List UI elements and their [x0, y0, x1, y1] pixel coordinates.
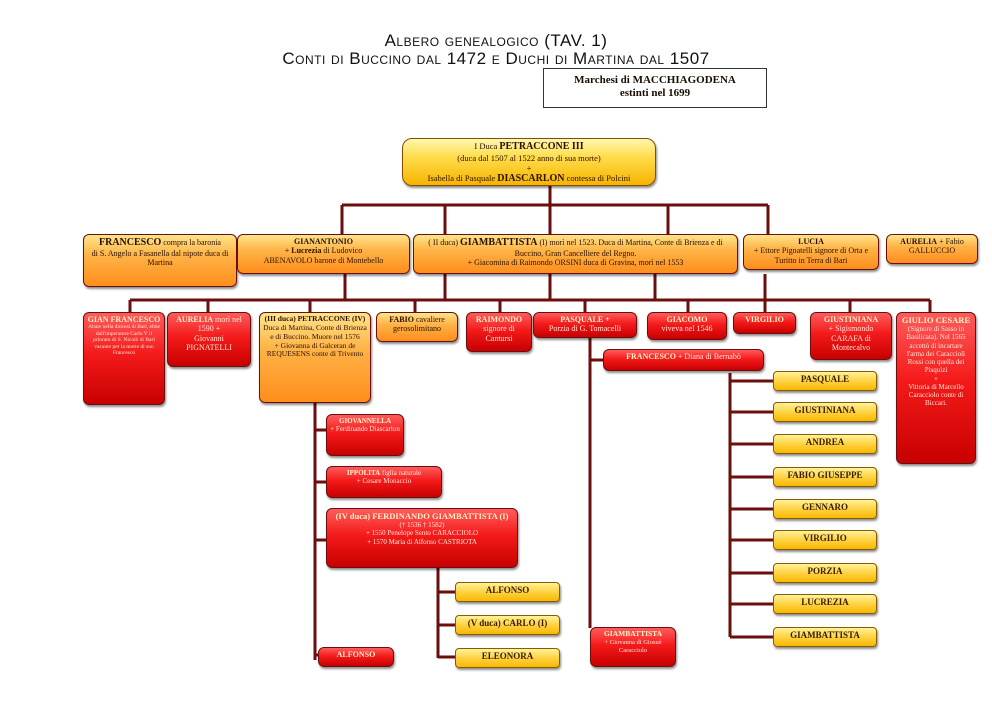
marchesi-line1: Marchesi di MACCHIAGODENA — [574, 74, 736, 86]
node-virgilio: VIRGILIO — [733, 312, 796, 334]
node-fc-gennaro: GENNARO — [773, 499, 877, 519]
node-giulio-cesare: GIULIO CESARE (Signore di Sasso in Basil… — [896, 312, 976, 464]
node-carlo-i: (V duca) CARLO (I) — [455, 615, 560, 635]
node-francesco-bernabo: FRANCESCO + Diana di Bernabò — [603, 349, 764, 371]
node-alfonso-1: ALFONSO — [318, 647, 394, 667]
node-aurelia-galluccio: AURELIA + Fabio GALLUCCIO — [886, 234, 978, 264]
node-alfonso-2: ALFONSO — [455, 582, 560, 602]
node-fc-andrea: ANDREA — [773, 434, 877, 454]
chart-title-line1: Albero genealogico (TAV. 1) — [384, 31, 608, 50]
node-fc-lucrezia: LUCREZIA — [773, 594, 877, 614]
node-fc-virgilio: VIRGILIO — [773, 530, 877, 550]
node-francesco: FRANCESCO compra la baronia di S. Angelo… — [83, 234, 237, 287]
node-gian-francesco: GIAN FRANCESCO Abate nella diocesi di Ba… — [83, 312, 165, 405]
marchesi-line2: estinti nel 1699 — [619, 87, 691, 99]
node-eleonora: ELEONORA — [455, 648, 560, 668]
node-giambattista-2: GIAMBATTISTA + Giovanna di Giosuè Caracc… — [590, 627, 676, 667]
node-fc-porzia: PORZIA — [773, 563, 877, 583]
node-giovannella: GIOVANNELLA + Ferdinando Diascarlon — [326, 414, 404, 456]
node-fc-fabio-giuseppe: FABIO GIUSEPPE — [773, 467, 877, 487]
node-ferdinando-giambattista: (IV duca) FERDINANDO GIAMBATTISTA (I) (†… — [326, 508, 518, 568]
node-giacomo: GIACOMO viveva nel 1546 — [647, 312, 727, 340]
node-fc-giambattista: GIAMBATTISTA — [773, 627, 877, 647]
marchesi-box: Marchesi di MACCHIAGODENA estinti nel 16… — [543, 68, 767, 108]
node-fc-giustiniana: GIUSTINIANA — [773, 402, 877, 422]
node-giambattista-i: ( II duca) GIAMBATTISTA (I) morì nel 152… — [413, 234, 738, 274]
node-petraccone-iv: (III duca) PETRACCONE (IV) Duca di Marti… — [259, 312, 371, 403]
node-gianantonio: GIANANTONIO + Lucrezia di Ludovico ABENA… — [237, 234, 410, 274]
node-petraccone-iii: I Duca PETRACCONE III (duca dal 1507 al … — [402, 138, 656, 186]
chart-title-line2: Conti di Buccino dal 1472 e Duchi di Mar… — [282, 49, 710, 68]
node-raimondo: RAIMONDO signore di Cantursi — [466, 312, 532, 352]
node-aurelia-pignatelli: AURELIA morì nel 1590 + Giovanni PIGNATE… — [167, 312, 251, 367]
node-lucia: LUCIA + Ettore Pignatelli signore di Ort… — [743, 234, 879, 270]
node-pasquale: PASQUALE + Porzia di G. Tomacelli — [533, 312, 637, 338]
node-giustiniana: GIUSTINIANA + Sigismondo CARAFA di Monte… — [810, 312, 892, 360]
node-fabio: FABIO cavaliere gerosolimitano — [376, 312, 458, 342]
node-fc-pasquale: PASQUALE — [773, 371, 877, 391]
node-ippolita: IPPOLITA figlia naturale + Cesare Monacc… — [326, 466, 442, 498]
